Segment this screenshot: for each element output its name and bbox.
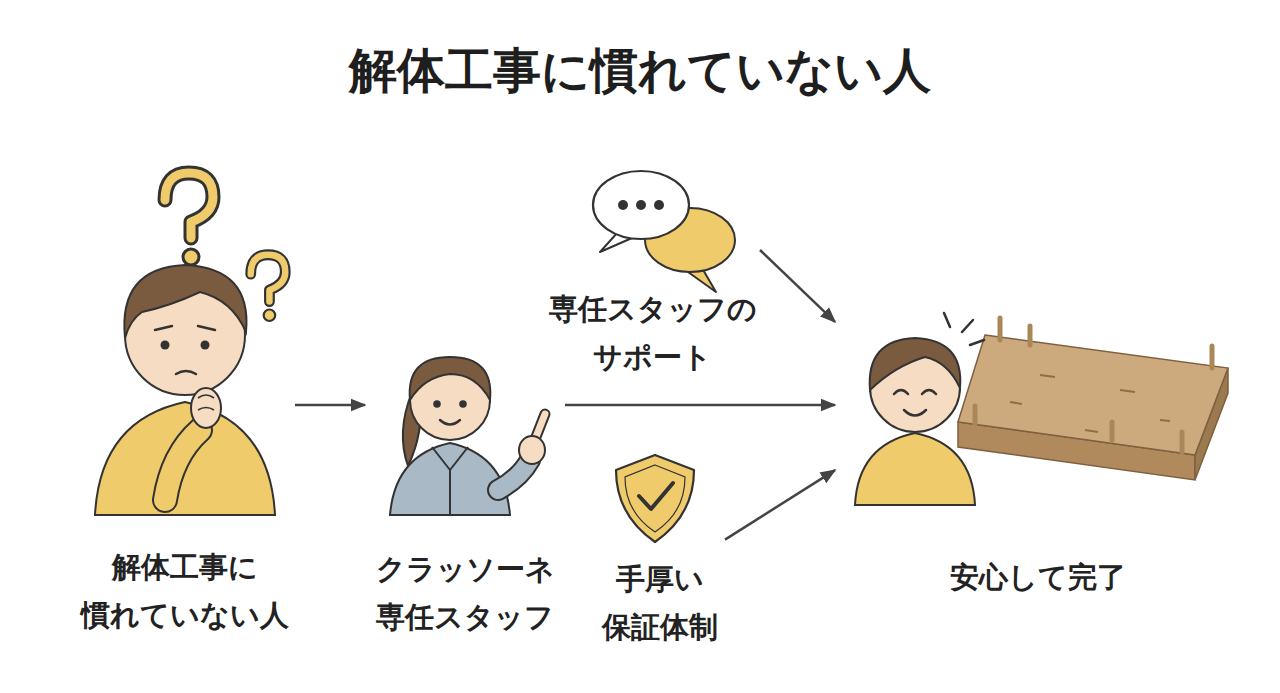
confused-person [95,173,285,515]
happy-person [855,313,984,505]
caption-text: 安心して完了 [835,553,1240,601]
hair [124,265,246,338]
slab-mark [1010,375,1170,432]
bubble-dot [654,200,664,210]
eye [894,390,936,394]
question-mark [251,255,286,321]
hair [410,357,491,400]
foundation-slab [958,318,1228,480]
finger [198,395,214,410]
caption-node: 解体工事に 慣れていない人 [75,175,295,650]
eye [459,400,467,408]
slab-top [958,335,1228,455]
flow-arrow [725,470,835,539]
hand [191,388,221,428]
flow-arrow [565,404,835,407]
sparkle [944,313,984,345]
diagram-title: 解体工事に慣れていない人 [0,44,1280,97]
caption-group: 解体工事に 慣れていない人 [75,543,295,639]
caption-group: 手厚い 保証体制 [595,555,725,651]
hand [519,436,545,464]
mouth [904,410,926,416]
arm [165,430,200,500]
caption-node: 専任スタッフの サポート [545,170,760,370]
speech-bubbles [593,171,735,292]
shield [616,455,694,542]
shirt [855,433,975,505]
eye [433,400,441,408]
collar [432,447,468,515]
shield-rim [625,465,685,532]
anchor-bolt [975,318,1212,452]
uniform [390,443,510,515]
caption-text: 解体工事に 慣れていない人 [75,543,295,639]
shirt [95,402,275,515]
caption-text: クラッソーネ 専任スタッフ [365,545,565,641]
bubble-dot [636,200,646,210]
shield-icon [616,455,694,542]
mouth [440,420,460,425]
caption-text: 専任スタッフの サポート [545,285,760,381]
arm [498,460,530,490]
arm [498,460,530,490]
mouth [176,371,196,374]
caption-group: 安心して完了 [835,553,1240,601]
flow-arrow [295,404,365,407]
caption-group: 専任スタッフの サポート [545,285,760,381]
staff-person [390,357,545,515]
question-mark [165,173,213,265]
caption-node: 安心して完了 [835,315,1240,615]
eye [161,341,170,350]
eyebrow [155,326,215,330]
check-mark [639,483,673,509]
bubble-dot [618,200,628,210]
arm [165,430,200,500]
caption-node: クラッソーネ 専任スタッフ [365,335,565,650]
flow-arrow [760,250,835,322]
caption-text: 手厚い 保証体制 [595,555,725,651]
caption-group: クラッソーネ 専任スタッフ [365,545,565,641]
hair [870,338,961,390]
caption-node: 手厚い 保証体制 [595,445,725,660]
eye [201,341,210,350]
speech-bubble [593,171,689,239]
